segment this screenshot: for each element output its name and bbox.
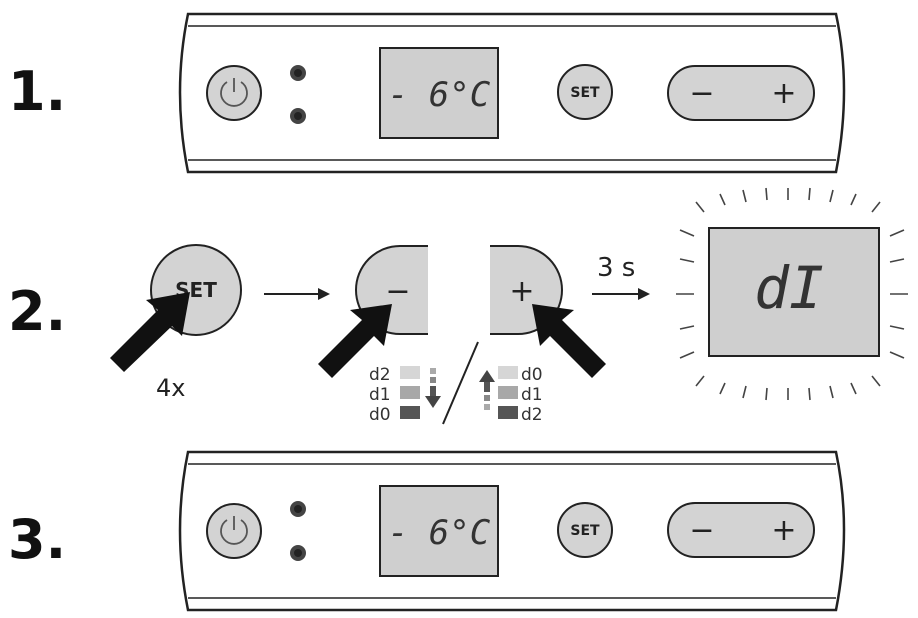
minus-button[interactable]: −: [689, 76, 714, 111]
press-arrow-icon: [532, 304, 606, 378]
level-list-up: d0 d1 d2: [479, 365, 543, 425]
step-1-number: 1.: [8, 60, 66, 123]
press-arrow-icon: [318, 304, 392, 378]
step-3-number: 3.: [8, 508, 66, 571]
level-list-down: d2 d1 d0: [369, 365, 441, 425]
mode-readout: dI: [754, 254, 824, 322]
set-button[interactable]: SET: [557, 64, 613, 120]
set-button-label: SET: [570, 85, 600, 101]
temperature-readout: - 6°C: [388, 513, 491, 553]
temperature-readout: - 6°C: [388, 75, 491, 115]
set-button-label: SET: [570, 523, 600, 539]
lcd-display-3: - 6°C: [379, 485, 499, 577]
hold-time: 3 s: [597, 253, 635, 283]
lcd-display-1: - 6°C: [379, 47, 499, 139]
press-arrow-icon: [110, 292, 190, 372]
level-label: d1: [521, 385, 543, 405]
control-panel-3: - 6°C SET − +: [178, 450, 846, 612]
adjust-rocker: − +: [667, 502, 815, 558]
arrow-down-icon: [425, 368, 441, 408]
arrow-right-icon: [592, 288, 650, 300]
level-label: d2: [369, 365, 391, 385]
minus-button[interactable]: −: [689, 513, 714, 548]
set-button[interactable]: SET: [557, 502, 613, 558]
control-panel-1: - 6°C SET − +: [178, 12, 846, 174]
press-count: 4x: [156, 374, 185, 402]
indicator-led-top: [290, 65, 306, 81]
separator-slash: [442, 341, 479, 425]
plus-button[interactable]: +: [771, 513, 796, 548]
adjust-rocker: − +: [667, 65, 815, 121]
plus-button[interactable]: +: [771, 76, 796, 111]
power-button[interactable]: [206, 65, 262, 121]
blink-rays-icon: [676, 187, 908, 401]
arrow-up-icon: [479, 370, 495, 410]
indicator-led-bottom: [290, 108, 306, 124]
power-button[interactable]: [206, 503, 262, 559]
arrow-right-icon: [264, 288, 330, 300]
plus-sign: +: [509, 274, 534, 309]
level-label: d0: [521, 365, 543, 385]
indicator-led-bottom: [290, 545, 306, 561]
blinking-display: dI: [676, 187, 908, 401]
power-icon: [220, 78, 248, 107]
level-label: d2: [521, 405, 543, 425]
power-icon: [220, 516, 248, 545]
level-label: d0: [369, 405, 391, 425]
step-2-number: 2.: [8, 280, 66, 343]
minus-sign: −: [385, 274, 410, 309]
level-label: d1: [369, 385, 391, 405]
indicator-led-top: [290, 501, 306, 517]
